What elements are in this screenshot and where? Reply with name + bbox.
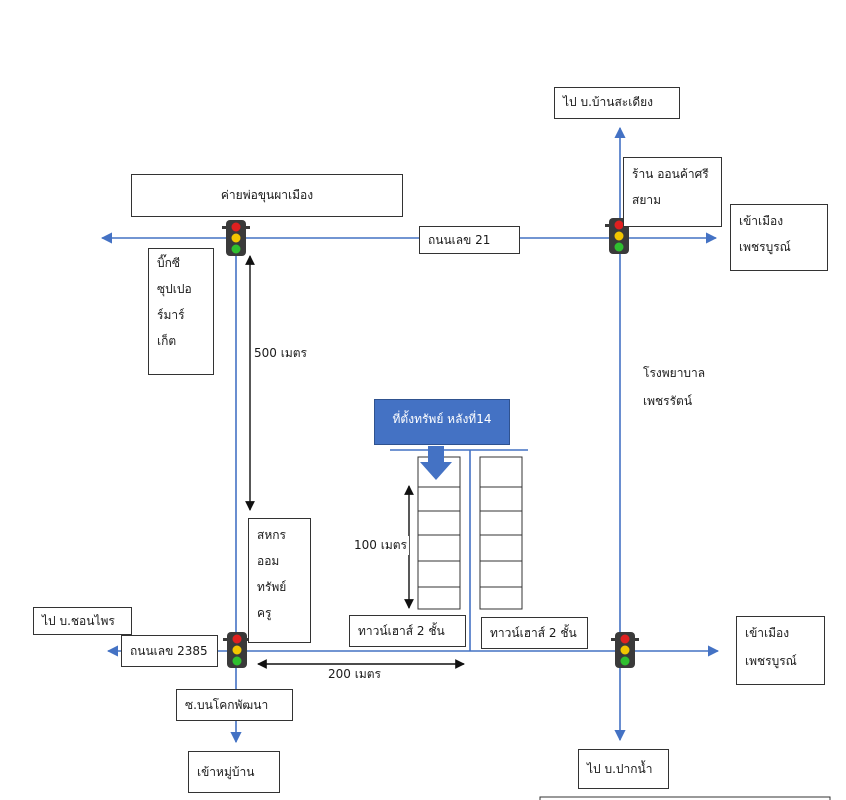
- bottom-partial-box: [539, 796, 831, 800]
- distance-100-label: 100 เมตร: [352, 536, 409, 555]
- label-to-ban-sa-diang: ไป บ.บ้านสะเดียง: [554, 87, 680, 119]
- label-to-village: เข้าหมู่บ้าน: [188, 751, 280, 793]
- label-road-2385: ถนนเลข 2385: [121, 635, 218, 667]
- label-soi-bon-khok-phatthana: ซ.บนโคกพัฒนา: [176, 689, 293, 721]
- traffic-light-icon: [605, 218, 633, 254]
- townhouse-block-left: [417, 456, 461, 610]
- label-to-ban-khon-phrai: ไป บ.ชอนไพร: [33, 607, 132, 635]
- property-location-banner: ที่ตั้งทรัพย์ หลังที่14: [374, 399, 510, 445]
- townhouse-block-right: [479, 456, 523, 610]
- distance-500-label: 500 เมตร: [252, 344, 309, 363]
- label-camp: ค่ายพ่อขุนผาเมือง: [131, 174, 403, 217]
- property-pointer-arrow: [420, 446, 452, 480]
- traffic-light-icon: [222, 220, 250, 256]
- distance-200-label: 200 เมตร: [326, 665, 383, 684]
- label-big-c: บิ๊กซี ซุปเปอ ร์มาร์ เก็ต: [148, 248, 214, 375]
- traffic-light-icon: [611, 632, 639, 668]
- label-townhouse-right: ทาวน์เฮาส์ 2 ชั้น: [481, 617, 588, 649]
- label-road-21: ถนนเลข 21: [419, 226, 520, 254]
- traffic-light-icon: [223, 632, 251, 668]
- label-enter-city-bottom: เข้าเมือง เพชรบูรณ์: [736, 616, 825, 685]
- label-enter-city-top: เข้าเมือง เพชรบูรณ์: [730, 204, 828, 271]
- label-hospital: โรงพยาบาล เพชรรัตน์: [634, 358, 720, 422]
- label-townhouse-left: ทาวน์เฮาส์ 2 ชั้น: [349, 615, 466, 647]
- label-to-ban-pak-nam: ไป บ.ปากน้ำ: [578, 749, 669, 789]
- label-teacher-savings-cooperative: สหกร ออม ทรัพย์ ครู: [248, 518, 311, 643]
- label-aeon-shop: ร้าน ออนค้าศรี สยาม: [623, 157, 722, 227]
